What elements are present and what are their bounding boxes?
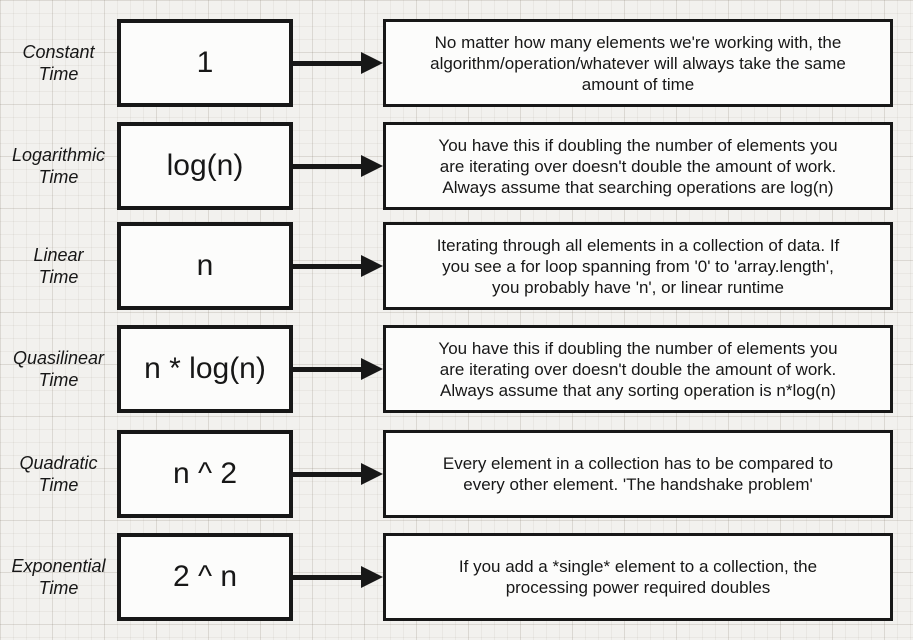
arrow-head-icon [361, 52, 383, 74]
complexity-label: Exponential Time [11, 556, 106, 598]
description-text: No matter how many elements we're workin… [430, 32, 846, 94]
arrow-shaft [293, 366, 367, 372]
description-text: You have this if doubling the number of … [438, 135, 838, 197]
arrow-connector [293, 430, 383, 518]
arrow-connector [293, 122, 383, 210]
notation-box: n * log(n) [117, 325, 293, 413]
notation-box: log(n) [117, 122, 293, 210]
row-constant-time: Constant Time 1 No matter how many eleme… [0, 19, 913, 107]
row-exponential-time: Exponential Time 2 ^ n If you add a *sin… [0, 533, 913, 621]
notation-text: n ^ 2 [172, 457, 238, 490]
row-quadratic-time: Quadratic Time n ^ 2 Every element in a … [0, 430, 913, 518]
description-box: Every element in a collection has to be … [383, 430, 893, 518]
description-text: Iterating through all elements in a coll… [436, 235, 840, 297]
description-box: You have this if doubling the number of … [383, 122, 893, 210]
arrow-head-icon [361, 255, 383, 277]
notation-text: n * log(n) [144, 352, 266, 385]
arrow-connector [293, 533, 383, 621]
arrow-head-icon [361, 566, 383, 588]
complexity-label: Constant Time [22, 42, 95, 84]
arrow-shaft [293, 60, 367, 66]
arrow-connector [293, 325, 383, 413]
description-box: Iterating through all elements in a coll… [383, 222, 893, 310]
arrow-shaft [293, 471, 367, 477]
row-quasilinear-time: Quasilinear Time n * log(n) You have thi… [0, 325, 913, 413]
description-text: Every element in a collection has to be … [442, 454, 834, 494]
arrow-head-icon [361, 358, 383, 380]
complexity-label: Logarithmic Time [11, 145, 106, 187]
description-text: If you add a *single* element to a colle… [458, 557, 818, 597]
description-box: No matter how many elements we're workin… [383, 19, 893, 107]
complexity-label: Linear Time [33, 245, 84, 287]
complexity-label: Quasilinear Time [12, 348, 105, 390]
notation-text: 2 ^ n [172, 560, 238, 593]
arrow-head-icon [361, 155, 383, 177]
description-text: You have this if doubling the number of … [438, 338, 838, 400]
notation-box: 2 ^ n [117, 533, 293, 621]
complexity-label: Quadratic Time [19, 453, 98, 495]
arrow-head-icon [361, 463, 383, 485]
arrow-shaft [293, 574, 367, 580]
description-box: You have this if doubling the number of … [383, 325, 893, 413]
notation-text: 1 [196, 46, 214, 79]
notation-box: n [117, 222, 293, 310]
arrow-shaft [293, 263, 367, 269]
arrow-connector [293, 19, 383, 107]
arrow-shaft [293, 163, 367, 169]
description-box: If you add a *single* element to a colle… [383, 533, 893, 621]
row-linear-time: Linear Time n Iterating through all elem… [0, 222, 913, 310]
arrow-connector [293, 222, 383, 310]
notation-text: log(n) [166, 149, 244, 182]
notation-box: n ^ 2 [117, 430, 293, 518]
row-logarithmic-time: Logarithmic Time log(n) You have this if… [0, 122, 913, 210]
notation-text: n [196, 249, 214, 282]
notation-box: 1 [117, 19, 293, 107]
